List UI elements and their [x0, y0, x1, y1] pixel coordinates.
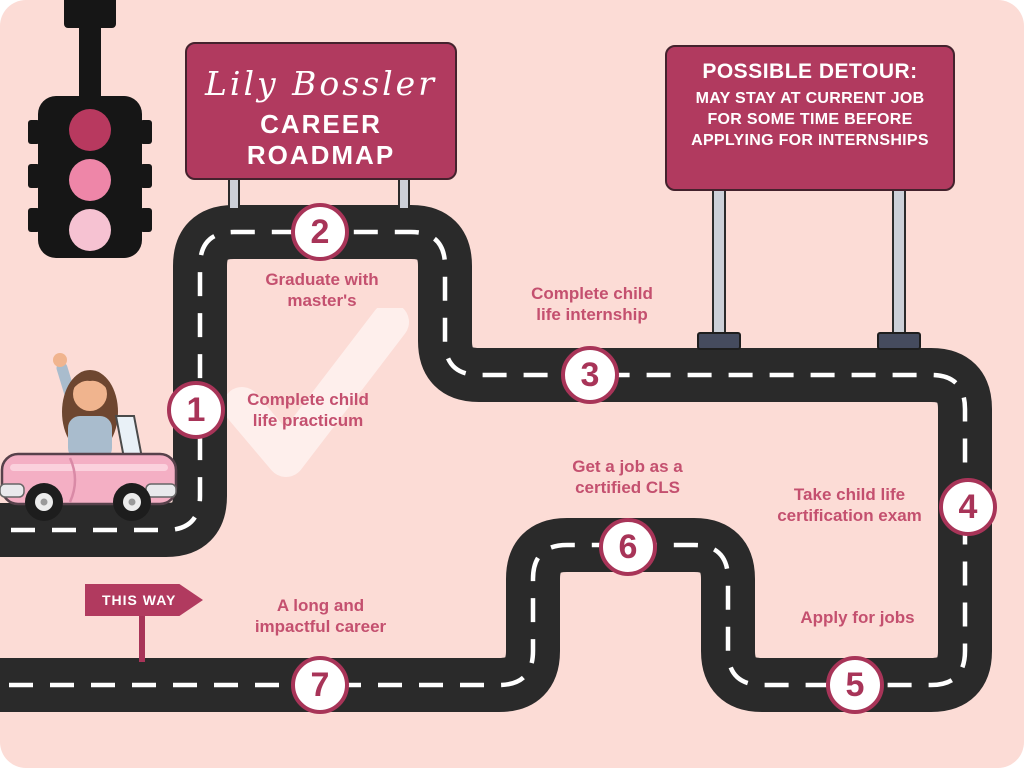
traffic-light-tab	[28, 120, 40, 144]
detour-sign-heading: POSSIBLE DETOUR:	[702, 60, 918, 83]
traffic-light-tab	[28, 164, 40, 188]
traffic-light-tab	[140, 120, 152, 144]
detour-sign: POSSIBLE DETOUR: MAY STAY AT CURRENT JOB…	[665, 45, 955, 191]
detour-sign-post	[892, 188, 906, 336]
traffic-light-tab	[28, 208, 40, 232]
milestone-circle-5: 5	[826, 656, 884, 714]
detour-sign-post-base	[877, 332, 921, 350]
title-sign-post	[228, 178, 240, 210]
detour-sign-post-base	[697, 332, 741, 350]
traffic-light-tab	[140, 208, 152, 232]
traffic-light-icon	[28, 0, 152, 262]
milestone-label-3: Complete child life internship	[531, 284, 653, 324]
milestone-circle-3: 3	[561, 346, 619, 404]
milestone-number: 1	[186, 390, 206, 429]
milestone-circle-6: 6	[599, 518, 657, 576]
this-way-sign-post	[139, 614, 145, 662]
detour-sign-line: FOR SOME TIME BEFORE	[707, 111, 913, 129]
pink-car-with-driver-icon	[0, 353, 178, 521]
this-way-label: THIS WAY	[102, 592, 177, 608]
milestone-number: 7	[310, 665, 330, 704]
milestone-number: 4	[958, 487, 978, 526]
milestone-number: 5	[845, 665, 865, 704]
milestone-circle-7: 7	[291, 656, 349, 714]
detour-sign-line: APPLYING FOR INTERNSHIPS	[691, 132, 929, 150]
milestone-number: 3	[580, 355, 600, 394]
milestone-label-5: Apply for jobs	[800, 608, 915, 627]
milestone-circle-4: 4	[939, 478, 997, 536]
milestone-circle-2: 2	[291, 203, 349, 261]
milestone-label-7: A long and impactful career	[254, 596, 387, 636]
detour-sign-post	[712, 188, 726, 336]
title-sign: Lily Bossler CAREER ROADMAP	[185, 42, 457, 180]
traffic-light-red-lamp	[69, 109, 111, 151]
traffic-light-bottom-lamp	[69, 209, 111, 251]
this-way-sign right-arrow-sign-icon: THIS WAY	[85, 584, 203, 616]
traffic-light-middle-lamp	[69, 159, 111, 201]
title-sign-name: Lily Bossler	[204, 64, 437, 103]
checkmark-watermark-icon	[223, 308, 409, 477]
traffic-light-pole	[79, 24, 101, 104]
detour-sign-line: MAY STAY AT CURRENT JOB	[695, 90, 925, 107]
title-sign-title: CAREER ROADMAP	[246, 109, 396, 170]
title-sign-post	[398, 178, 410, 210]
milestone-label-6: Get a job as a certified CLS	[572, 457, 683, 497]
milestone-label-1: Complete child life practicum	[247, 390, 369, 430]
traffic-light-tab	[140, 164, 152, 188]
milestone-number: 2	[310, 212, 330, 251]
milestone-label-2: Graduate with master's	[265, 270, 379, 310]
traffic-light-housing	[38, 96, 142, 258]
milestone-number: 6	[618, 527, 638, 566]
milestone-label-4: Take child life certification exam	[777, 485, 922, 525]
traffic-light-cap	[64, 0, 116, 28]
milestone-circle-1: 1	[167, 381, 225, 439]
